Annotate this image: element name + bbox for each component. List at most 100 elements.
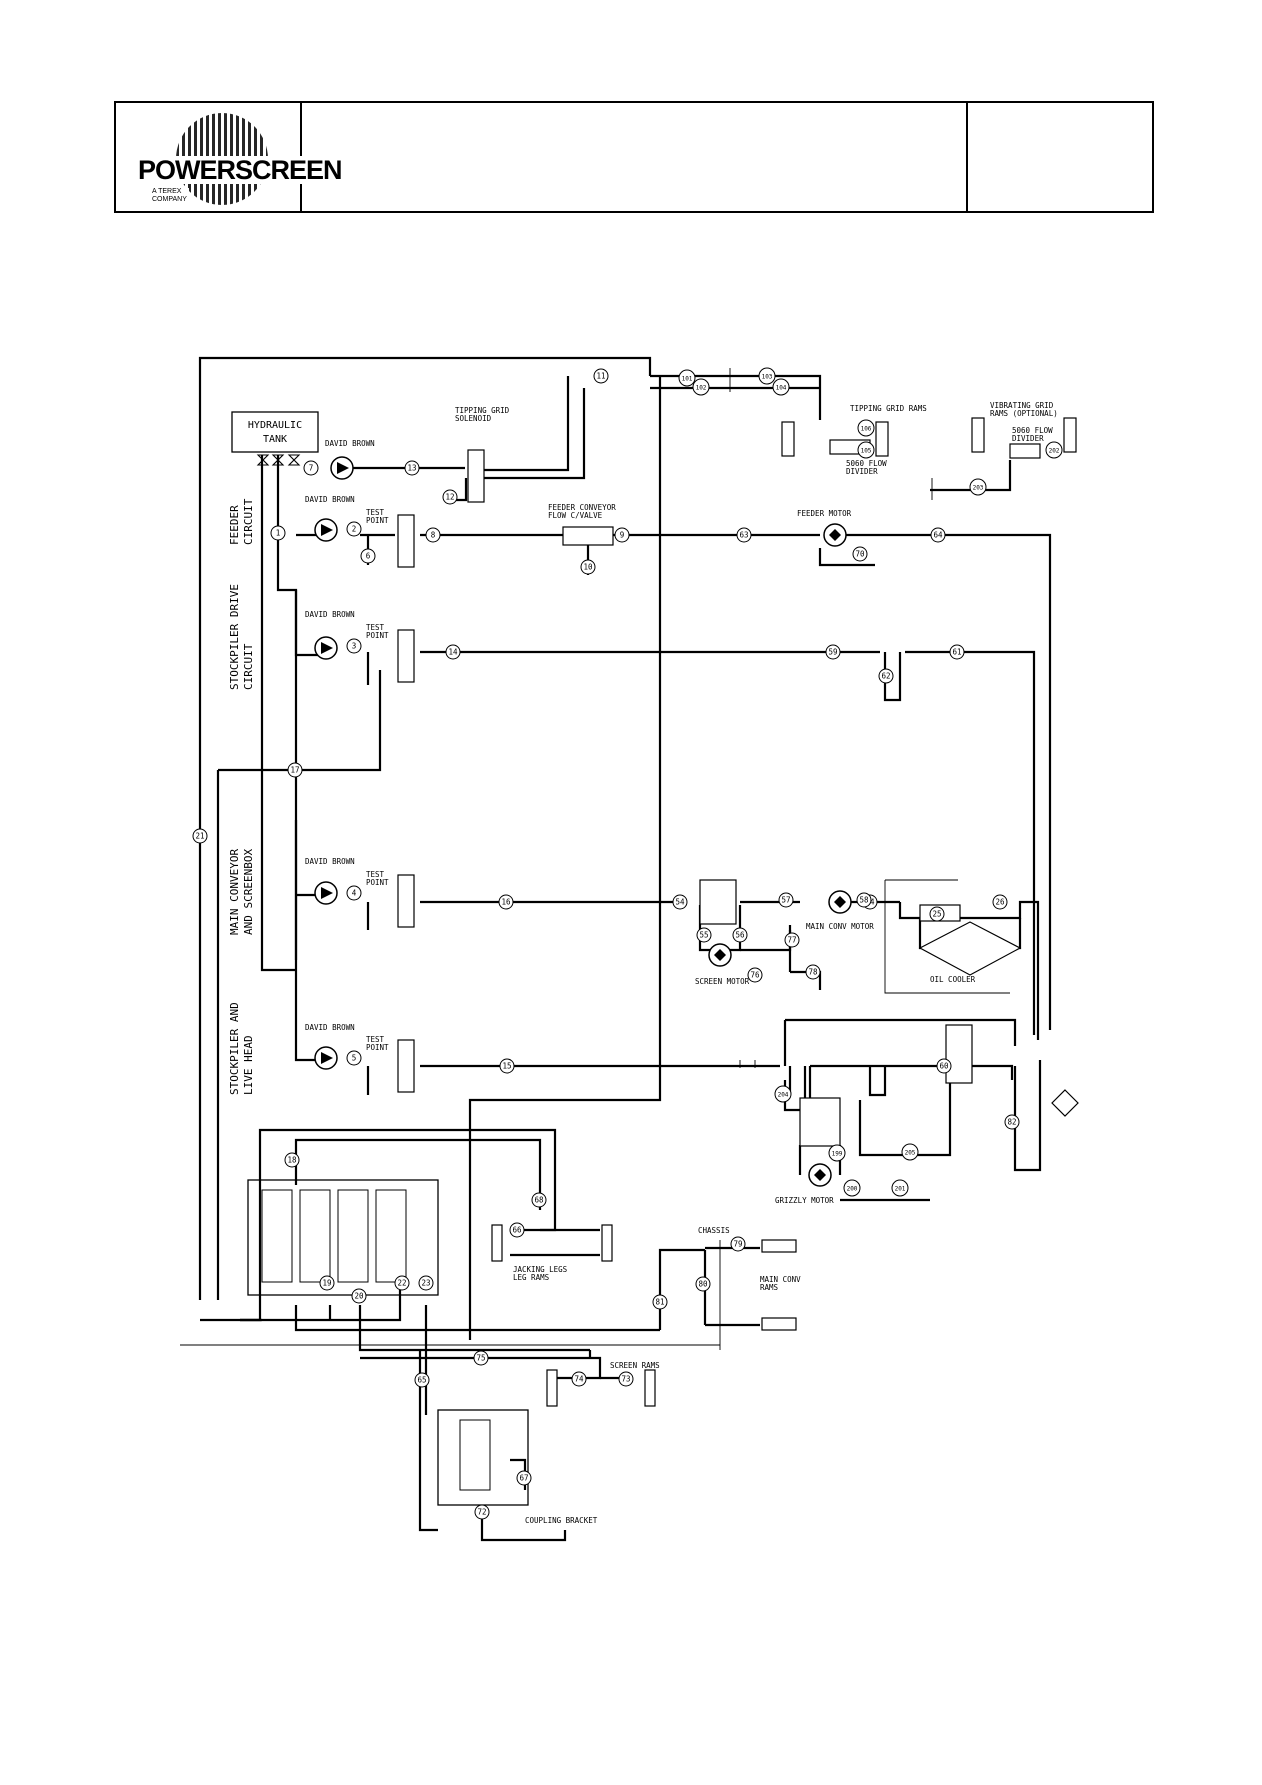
valve-stockpiler-drive	[397, 629, 415, 683]
hose-bubble-circle	[442, 489, 458, 505]
hydraulic-tank	[231, 411, 319, 453]
hose-bubble-label: 74	[574, 1375, 584, 1384]
main-conv-ram-bottom	[761, 1317, 797, 1331]
screen-relief-valve	[699, 879, 737, 925]
logo-wordmark: POWERSCREEN	[136, 155, 344, 185]
tank-valve-3-icon	[287, 454, 301, 466]
hose-bubble-circle	[784, 932, 800, 948]
screen-ram-left	[546, 1369, 558, 1407]
hose-bubble-23: 23	[418, 1275, 434, 1291]
hose-bubble-label: 4	[352, 889, 357, 898]
hose-bubble-label: 76	[750, 971, 760, 980]
hose-bubble-circle	[828, 1144, 846, 1162]
hose-bubble-label: 199	[832, 1151, 843, 1158]
hose-bubble-label: 54	[675, 898, 685, 907]
stack-valve-sections	[261, 1189, 407, 1283]
hose-bubble-circle	[852, 546, 868, 562]
hose-bubble-label: 12	[445, 493, 454, 502]
hose-bubble-70: 70	[852, 546, 868, 562]
line-spine	[468, 376, 662, 1130]
cooler-frame	[884, 880, 1010, 994]
label-vibrating-grid-2: RAMS (OPTIONAL)	[990, 409, 1058, 418]
hose-bubble-label: 67	[519, 1474, 528, 1483]
hose-bubble-106: 106	[857, 419, 875, 437]
hose-bubble-label: 66	[512, 1226, 522, 1235]
hose-bubble-label: 102	[696, 385, 707, 392]
stack-section-a1	[261, 1189, 293, 1283]
hose-bubble-73: 73	[618, 1371, 634, 1387]
hose-bubble-circle	[1004, 1114, 1020, 1130]
hose-bubble-label: 60	[939, 1062, 949, 1071]
hose-bubble-circle	[696, 927, 712, 943]
hose-bubble-label: 17	[290, 766, 299, 775]
hydraulic-tank-label-1: HYDRAULIC	[248, 420, 302, 431]
label-pump-main-conveyor: DAVID BROWN	[305, 857, 355, 866]
hose-number-bubbles: 1234567891011121314151617181920212223242…	[192, 367, 1063, 1520]
label-feeder-motor: FEEDER MOTOR	[797, 509, 852, 518]
control-valves	[397, 449, 973, 1147]
hose-bubble-circle	[425, 527, 441, 543]
hose-bubble-label: 201	[895, 1186, 906, 1193]
hydraulic-tank-label-2: TANK	[263, 434, 287, 445]
hose-bubble-label: 203	[973, 485, 984, 492]
hose-bubble-201: 201	[891, 1179, 909, 1197]
hose-bubble-circle	[878, 668, 894, 684]
hose-bubble-19: 19	[319, 1275, 335, 1291]
hose-bubble-label: 10	[583, 563, 593, 572]
hose-bubble-82: 82	[1004, 1114, 1020, 1130]
hose-bubble-circle	[730, 1236, 746, 1252]
hose-bubble-label: 68	[534, 1196, 544, 1205]
tank-valves	[256, 454, 301, 466]
hose-bubble-64: 64	[930, 527, 946, 543]
hose-bubble-circle	[930, 527, 946, 543]
return-filter-icon	[1051, 1089, 1079, 1117]
hose-bubble-label: 13	[407, 464, 416, 473]
hose-bubble-label: 1	[276, 529, 281, 538]
jacking-leg-ram-right	[601, 1224, 613, 1262]
hose-bubble-104: 104	[772, 378, 790, 396]
label-tipping-grid-rams: TIPPING GRID RAMS	[850, 404, 927, 413]
line-top-loop	[785, 1018, 1017, 1046]
hose-bubble-label: 65	[417, 1376, 426, 1385]
hose-bubble-65: 65	[414, 1372, 430, 1388]
hose-bubble-label: 78	[808, 968, 818, 977]
tank-valve-1-icon	[256, 454, 270, 466]
hose-bubble-circle	[270, 525, 286, 541]
hose-bubble-label: 57	[781, 896, 790, 905]
hose-bubble-11: 11	[593, 368, 609, 384]
hose-bubble-61: 61	[949, 644, 965, 660]
pump-feeder	[314, 518, 338, 542]
main-conv-ram-top	[761, 1239, 797, 1253]
hose-bubble-label: 25	[932, 910, 941, 919]
line-67	[868, 1066, 887, 1097]
hose-bubble-circle	[736, 527, 752, 543]
hose-bubble-54: 54	[672, 894, 688, 910]
label-circuit-stockpiler-1: STOCKPILER DRIVE	[228, 584, 241, 690]
hose-bubble-circle	[404, 460, 420, 476]
hose-bubble-67: 67	[516, 1470, 532, 1486]
hose-bubble-circle	[445, 644, 461, 660]
hose-bubble-21: 21	[192, 828, 208, 844]
hose-bubble-circle	[825, 644, 841, 660]
hose-bubble-circle	[992, 894, 1008, 910]
component-labels: DAVID BROWN DAVID BROWN DAVID BROWN DAVI…	[305, 401, 1058, 1525]
hose-bubble-circle	[857, 441, 875, 459]
hose-bubble-205: 205	[901, 1143, 919, 1161]
hose-bubble-circle	[571, 1371, 587, 1387]
hose-bubble-circle	[614, 527, 630, 543]
hose-bubble-203: 203	[969, 478, 987, 496]
hose-bubble-label: 106	[861, 426, 872, 433]
hose-bubble-label: 103	[762, 374, 773, 381]
label-circuit-main-conveyor-1: MAIN CONVEYOR	[228, 849, 241, 935]
hose-bubble-26: 26	[992, 894, 1008, 910]
label-circuit-main-conveyor-2: AND SCREENBOX	[242, 849, 255, 935]
hose-bubble-9: 9	[614, 527, 630, 543]
hose-bubble-label: 2	[352, 525, 357, 534]
hose-bubble-1: 1	[270, 525, 286, 541]
pump-main-conveyor	[314, 881, 338, 905]
valve-feeder	[397, 514, 415, 568]
line-l7	[650, 374, 822, 396]
hose-bubble-label: 6	[366, 552, 371, 561]
hose-bubble-label: 77	[787, 936, 796, 945]
